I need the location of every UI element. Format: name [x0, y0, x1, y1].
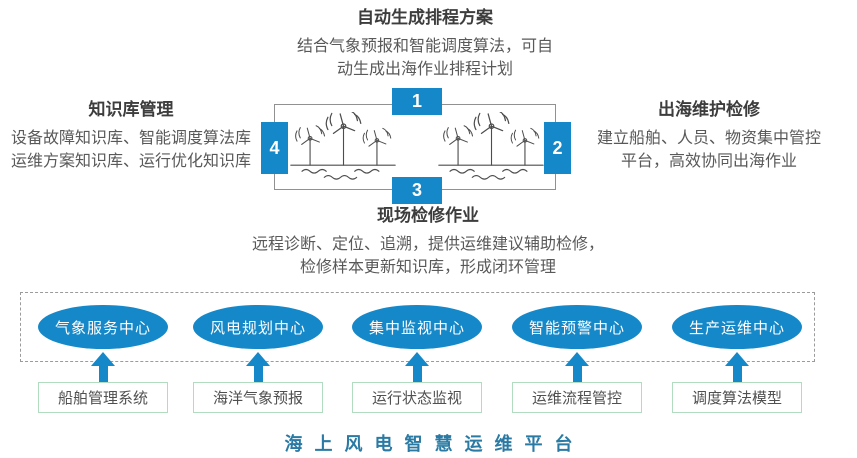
arrow-head — [405, 352, 429, 366]
center-production-om: 生产运维中心 — [672, 305, 802, 349]
system-operating-status-monitor: 运行状态监视 — [352, 382, 482, 413]
step-badge-3: 3 — [392, 177, 442, 204]
step-badge-1: 1 — [392, 88, 442, 115]
arrow-head — [246, 352, 270, 366]
wind-turbines-icon — [290, 112, 396, 180]
center-smart-alert: 智能预警中心 — [512, 305, 642, 349]
up-arrow-icon — [91, 352, 115, 382]
center-weather-service: 气象服务中心 — [38, 305, 168, 349]
arrow-stem — [412, 366, 422, 382]
onsite-repair-desc: 远程诊断、定位、追溯，提供运维建议辅助检修， 检修样本更新知识库，形成闭环管理 — [251, 236, 604, 276]
offshore-maintenance-title: 出海维护检修 — [658, 100, 760, 119]
knowledge-base-title: 知识库管理 — [88, 100, 174, 119]
section-auto-scheduling: 自动生成排程方案 结合气象预报和智能调度算法，可自 动生成出海作业排程计划 — [250, 8, 600, 81]
auto-scheduling-desc: 结合气象预报和智能调度算法，可自 动生成出海作业排程计划 — [296, 38, 553, 78]
section-offshore-maintenance: 出海维护检修 建立船舶、人员、物资集中管控 平台，高效协同出海作业 — [580, 100, 838, 173]
up-arrow-icon — [725, 352, 749, 382]
step-badge-2: 2 — [544, 122, 571, 174]
up-arrow-icon — [565, 352, 589, 382]
platform-title: 海上风电智慧运维平台 — [284, 434, 585, 454]
up-arrow-icon — [246, 352, 270, 382]
system-scheduling-algorithm-model: 调度算法模型 — [672, 382, 802, 413]
section-onsite-repair: 现场检修作业 远程诊断、定位、追溯，提供运维建议辅助检修， 检修样本更新知识库，… — [208, 206, 648, 279]
arrow-stem — [98, 366, 108, 382]
step-badge-4: 4 — [261, 122, 288, 174]
arrow-stem — [732, 366, 742, 382]
auto-scheduling-title: 自动生成排程方案 — [357, 8, 493, 27]
section-knowledge-base: 知识库管理 设备故障知识库、智能调度算法库 运维方案知识库、运行优化知识库 — [3, 100, 259, 173]
center-wind-planning: 风电规划中心 — [193, 305, 323, 349]
system-ship-management: 船舶管理系统 — [38, 382, 168, 413]
arrow-head — [565, 352, 589, 366]
center-centralized-monitoring: 集中监视中心 — [352, 305, 482, 349]
wind-turbines-icon — [438, 112, 544, 180]
system-om-process-control: 运维流程管控 — [512, 382, 642, 413]
up-arrow-icon — [405, 352, 429, 382]
offshore-maintenance-desc: 建立船舶、人员、物资集中管控 平台，高效协同出海作业 — [596, 130, 821, 170]
arrow-head — [725, 352, 749, 366]
system-marine-weather-forecast: 海洋气象预报 — [193, 382, 323, 413]
arrow-stem — [253, 366, 263, 382]
onsite-repair-title: 现场检修作业 — [377, 206, 479, 225]
arrow-stem — [572, 366, 582, 382]
arrow-head — [91, 352, 115, 366]
knowledge-base-desc: 设备故障知识库、智能调度算法库 运维方案知识库、运行优化知识库 — [10, 130, 251, 170]
